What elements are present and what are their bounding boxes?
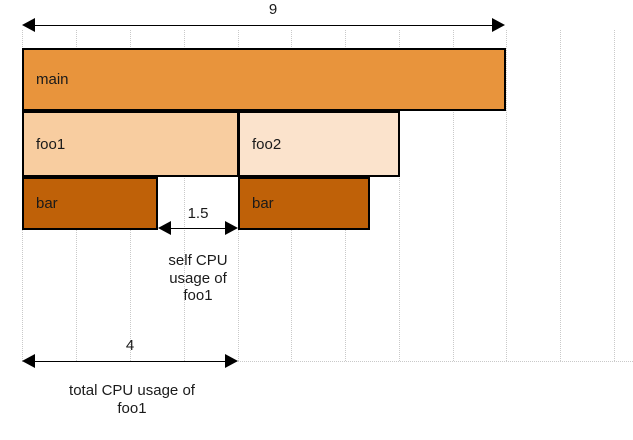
caption-line: self CPU (168, 252, 228, 269)
arrow-head-right-9 (492, 18, 505, 32)
arrow-head-right-1-5 (225, 221, 238, 235)
arrow-head-right-4 (225, 354, 238, 368)
grid-line-vertical (453, 30, 454, 361)
frame-bar-under-foo1[interactable]: bar (22, 177, 158, 230)
grid-line-horizontal-baseline (22, 361, 633, 362)
frame-label-main: main (36, 71, 69, 88)
frame-label-bar-1: bar (36, 195, 58, 212)
grid-line-vertical (506, 30, 507, 361)
frame-label-bar-2: bar (252, 195, 274, 212)
caption-line: foo1 (183, 287, 213, 305)
measure-label-1-5: 1.5 (187, 205, 209, 222)
grid-line-vertical (614, 30, 615, 361)
arrow-head-left-1-5 (158, 221, 171, 235)
arrow-head-left-4 (22, 354, 35, 368)
frame-label-foo2: foo2 (252, 135, 282, 153)
measure-label-4: 4 (125, 337, 135, 354)
measure-label-9: 9 (268, 1, 278, 18)
frame-main[interactable]: main (22, 48, 506, 111)
caption-total-cpu-usage-foo1: total CPU usage of foo1 (42, 382, 222, 417)
frame-foo1[interactable]: foo1 (22, 111, 239, 177)
frame-foo2[interactable]: foo2 (238, 111, 400, 177)
caption-self-cpu-usage-foo1: self CPU usage of foo1 (140, 252, 256, 305)
caption-line: foo1 (117, 399, 147, 417)
frame-bar-under-foo2[interactable]: bar (238, 177, 370, 230)
caption-line: usage of (169, 269, 227, 287)
arrow-head-left-9 (22, 18, 35, 32)
measure-arrow-9 (30, 25, 497, 26)
frame-label-foo1: foo1 (36, 135, 66, 153)
measure-arrow-1-5 (166, 228, 230, 229)
grid-line-vertical (399, 30, 400, 361)
caption-line: total CPU usage of (69, 382, 195, 399)
measure-arrow-4 (30, 361, 230, 362)
grid-line-vertical (560, 30, 561, 361)
grid-line-vertical (184, 30, 185, 361)
